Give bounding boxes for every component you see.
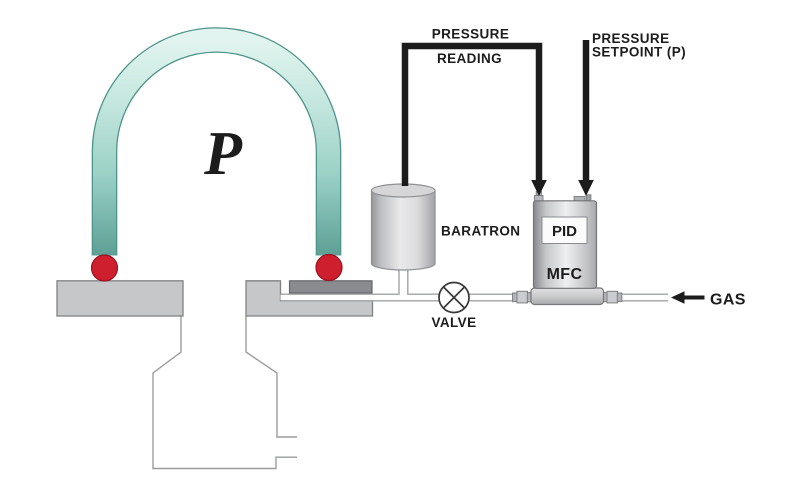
- baratron-stem-walls: [398, 267, 409, 295]
- chamber-pressure-symbol: P: [203, 120, 243, 188]
- mfc-label: MFC: [547, 266, 583, 283]
- seal-plate: [288, 280, 373, 294]
- baratron-stem: [398, 267, 409, 300]
- mfc-base: [530, 287, 605, 306]
- pressure-reading-path: [401, 42, 543, 186]
- gas-pipe-fill: [280, 294, 668, 301]
- pressure-setpoint-label-line2: SETPOINT (P): [592, 45, 686, 60]
- chamber-tube-arch: [91, 27, 342, 256]
- pressure-reading-label-line2: READING: [437, 51, 502, 66]
- valve-icon: [438, 281, 470, 314]
- pressure-setpoint-label-line1: PRESSURE: [592, 31, 669, 46]
- baratron-gauge: [370, 183, 436, 271]
- pressure-reading-line: [401, 42, 547, 196]
- pressure-reading-arrowhead: [531, 180, 547, 196]
- tube-arch-body: [93, 28, 340, 256]
- mfc-outlet-fitting: [512, 290, 532, 304]
- mfc-controller: PID MFC: [512, 191, 623, 306]
- valve-label: VALVE: [431, 315, 476, 330]
- pressure-setpoint-line: [578, 40, 594, 196]
- gas-label: GAS: [710, 292, 746, 309]
- baratron-label: BARATRON: [441, 224, 520, 239]
- chamber-outline-right: [245, 316, 297, 438]
- seal-left: [90, 254, 119, 282]
- gas-arrowhead: [671, 291, 685, 304]
- pid-display: [541, 216, 588, 244]
- baratron-body: [370, 189, 436, 271]
- mfc-inlet-fitting: [602, 290, 623, 304]
- seal-right: [315, 253, 343, 282]
- chamber-outline-left: [152, 316, 297, 470]
- baratron-stem-fill: [399, 267, 408, 300]
- pid-display-label: PID: [552, 223, 577, 240]
- pressure-reading-label-line1: PRESSURE: [432, 27, 509, 42]
- mfc-setpoint-knob: [585, 194, 592, 202]
- valve-cross: [442, 286, 466, 309]
- pressure-setpoint-arrowhead: [578, 180, 594, 196]
- gas-arrow: [671, 291, 705, 304]
- sample-stage-left: [56, 280, 184, 317]
